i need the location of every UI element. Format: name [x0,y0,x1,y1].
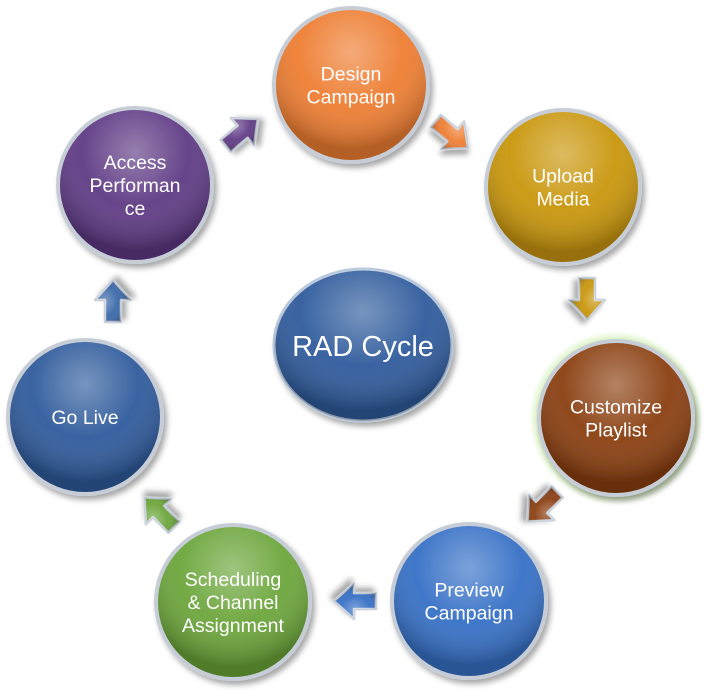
access-performance-label-line-2: Performan [89,175,180,197]
upload-media-gloss [488,112,638,262]
customize-playlist-circle-group [537,339,695,497]
center-label: RAD Cycle [292,331,434,363]
preview-campaign-label-line-1: Preview [434,580,504,602]
customize-playlist-label-line-2: Playlist [585,420,647,442]
design-campaign-label-line-2: Campaign [307,87,396,109]
go-live-node: Go Live [6,338,164,496]
scheduling-channel-assignment-gloss [158,527,308,677]
scheduling-channel-assignment-label-line-2: & Channel [187,592,278,614]
arrow-design-to-upload [429,113,470,151]
arrows-layer [93,113,607,621]
upload-media-circle-group [484,108,642,266]
customize-playlist-gloss [541,343,691,493]
design-campaign-gloss [276,10,426,160]
access-performance-label-line-3: ce [125,198,146,220]
go-live-gloss [10,342,160,492]
access-performance-label-line-1: Access [104,152,167,174]
center-gloss [274,269,452,421]
design-campaign-label-line-1: Design [321,64,382,86]
access-performance-circle-group [56,106,214,264]
arrow-preview-to-scheduling-gloss [334,583,376,619]
customize-playlist-label-line-1: Customize [570,397,662,419]
arrow-design-to-upload-gloss [430,115,468,150]
arrow-scheduling-to-golive [143,496,182,535]
access-performance-gloss [60,110,210,260]
upload-media-label-line-2: Media [536,189,589,211]
scheduling-channel-assignment-label-line-1: Scheduling [185,569,282,591]
arrow-upload-to-customize [567,276,607,322]
arrow-golive-to-access [93,278,133,324]
arrow-scheduling-to-golive-gloss [144,497,180,533]
arrow-access-to-design-gloss [220,117,258,152]
arrow-upload-to-customize-gloss [569,278,605,320]
scheduling-channel-assignment-label-line-3: Assignment [182,615,284,637]
preview-campaign-label-line-2: Campaign [425,603,514,625]
scheduling-channel-assignment-circle-group [154,523,312,681]
go-live-circle-group [6,338,164,496]
arrow-preview-to-scheduling [332,581,378,621]
arrow-access-to-design [219,116,260,154]
arrow-golive-to-access-gloss [95,280,131,322]
arrow-customize-to-preview [526,484,565,523]
design-campaign-circle-group [272,6,430,164]
preview-campaign-gloss [394,526,544,676]
go-live-label-line-1: Go Live [51,407,118,429]
center-node: RAD Cycle [272,267,454,423]
preview-campaign-circle-group [390,522,548,680]
upload-media-label-line-1: Upload [532,166,594,188]
nodes-layer: DesignCampaignUploadMediaCustomizePlayli… [6,6,703,681]
arrow-customize-to-preview-gloss [527,486,563,522]
